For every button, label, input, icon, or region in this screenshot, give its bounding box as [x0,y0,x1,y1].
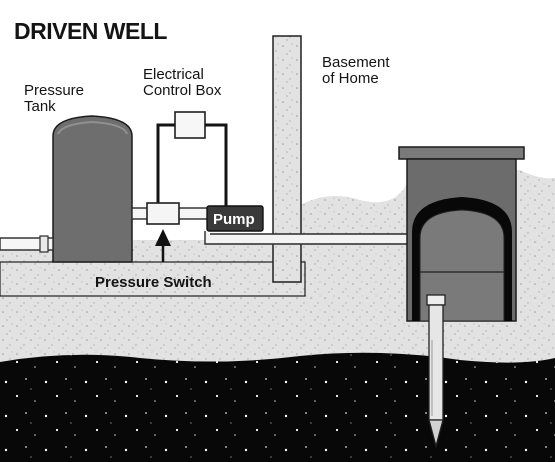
pump-label: Pump [213,211,255,228]
pressure-switch-arrow [155,229,171,262]
well-pit [398,146,525,322]
pressure-tank-label-line2: Tank [24,98,56,115]
basement-floor [0,261,306,297]
well-casing [426,294,446,449]
control-wiring [156,123,228,214]
control-box-label-line2: Control Box [143,82,222,99]
pressure-tank [52,115,133,263]
intake-pipe [0,235,54,253]
pressure-tank-label-line1: Pressure [24,82,84,99]
bedrock-layer [0,352,555,462]
control-box-label-line1: Electrical [143,66,204,83]
control-box [174,111,206,139]
pressure-switch [146,202,180,225]
basement-label-line1: Basement [322,54,390,71]
basement-label-line2: of Home [322,70,379,87]
pump-box [206,205,264,232]
basement-wall [272,35,302,283]
pressure-switch-label: Pressure Switch [95,274,212,291]
diagram-title: DRIVEN WELL [14,18,167,44]
